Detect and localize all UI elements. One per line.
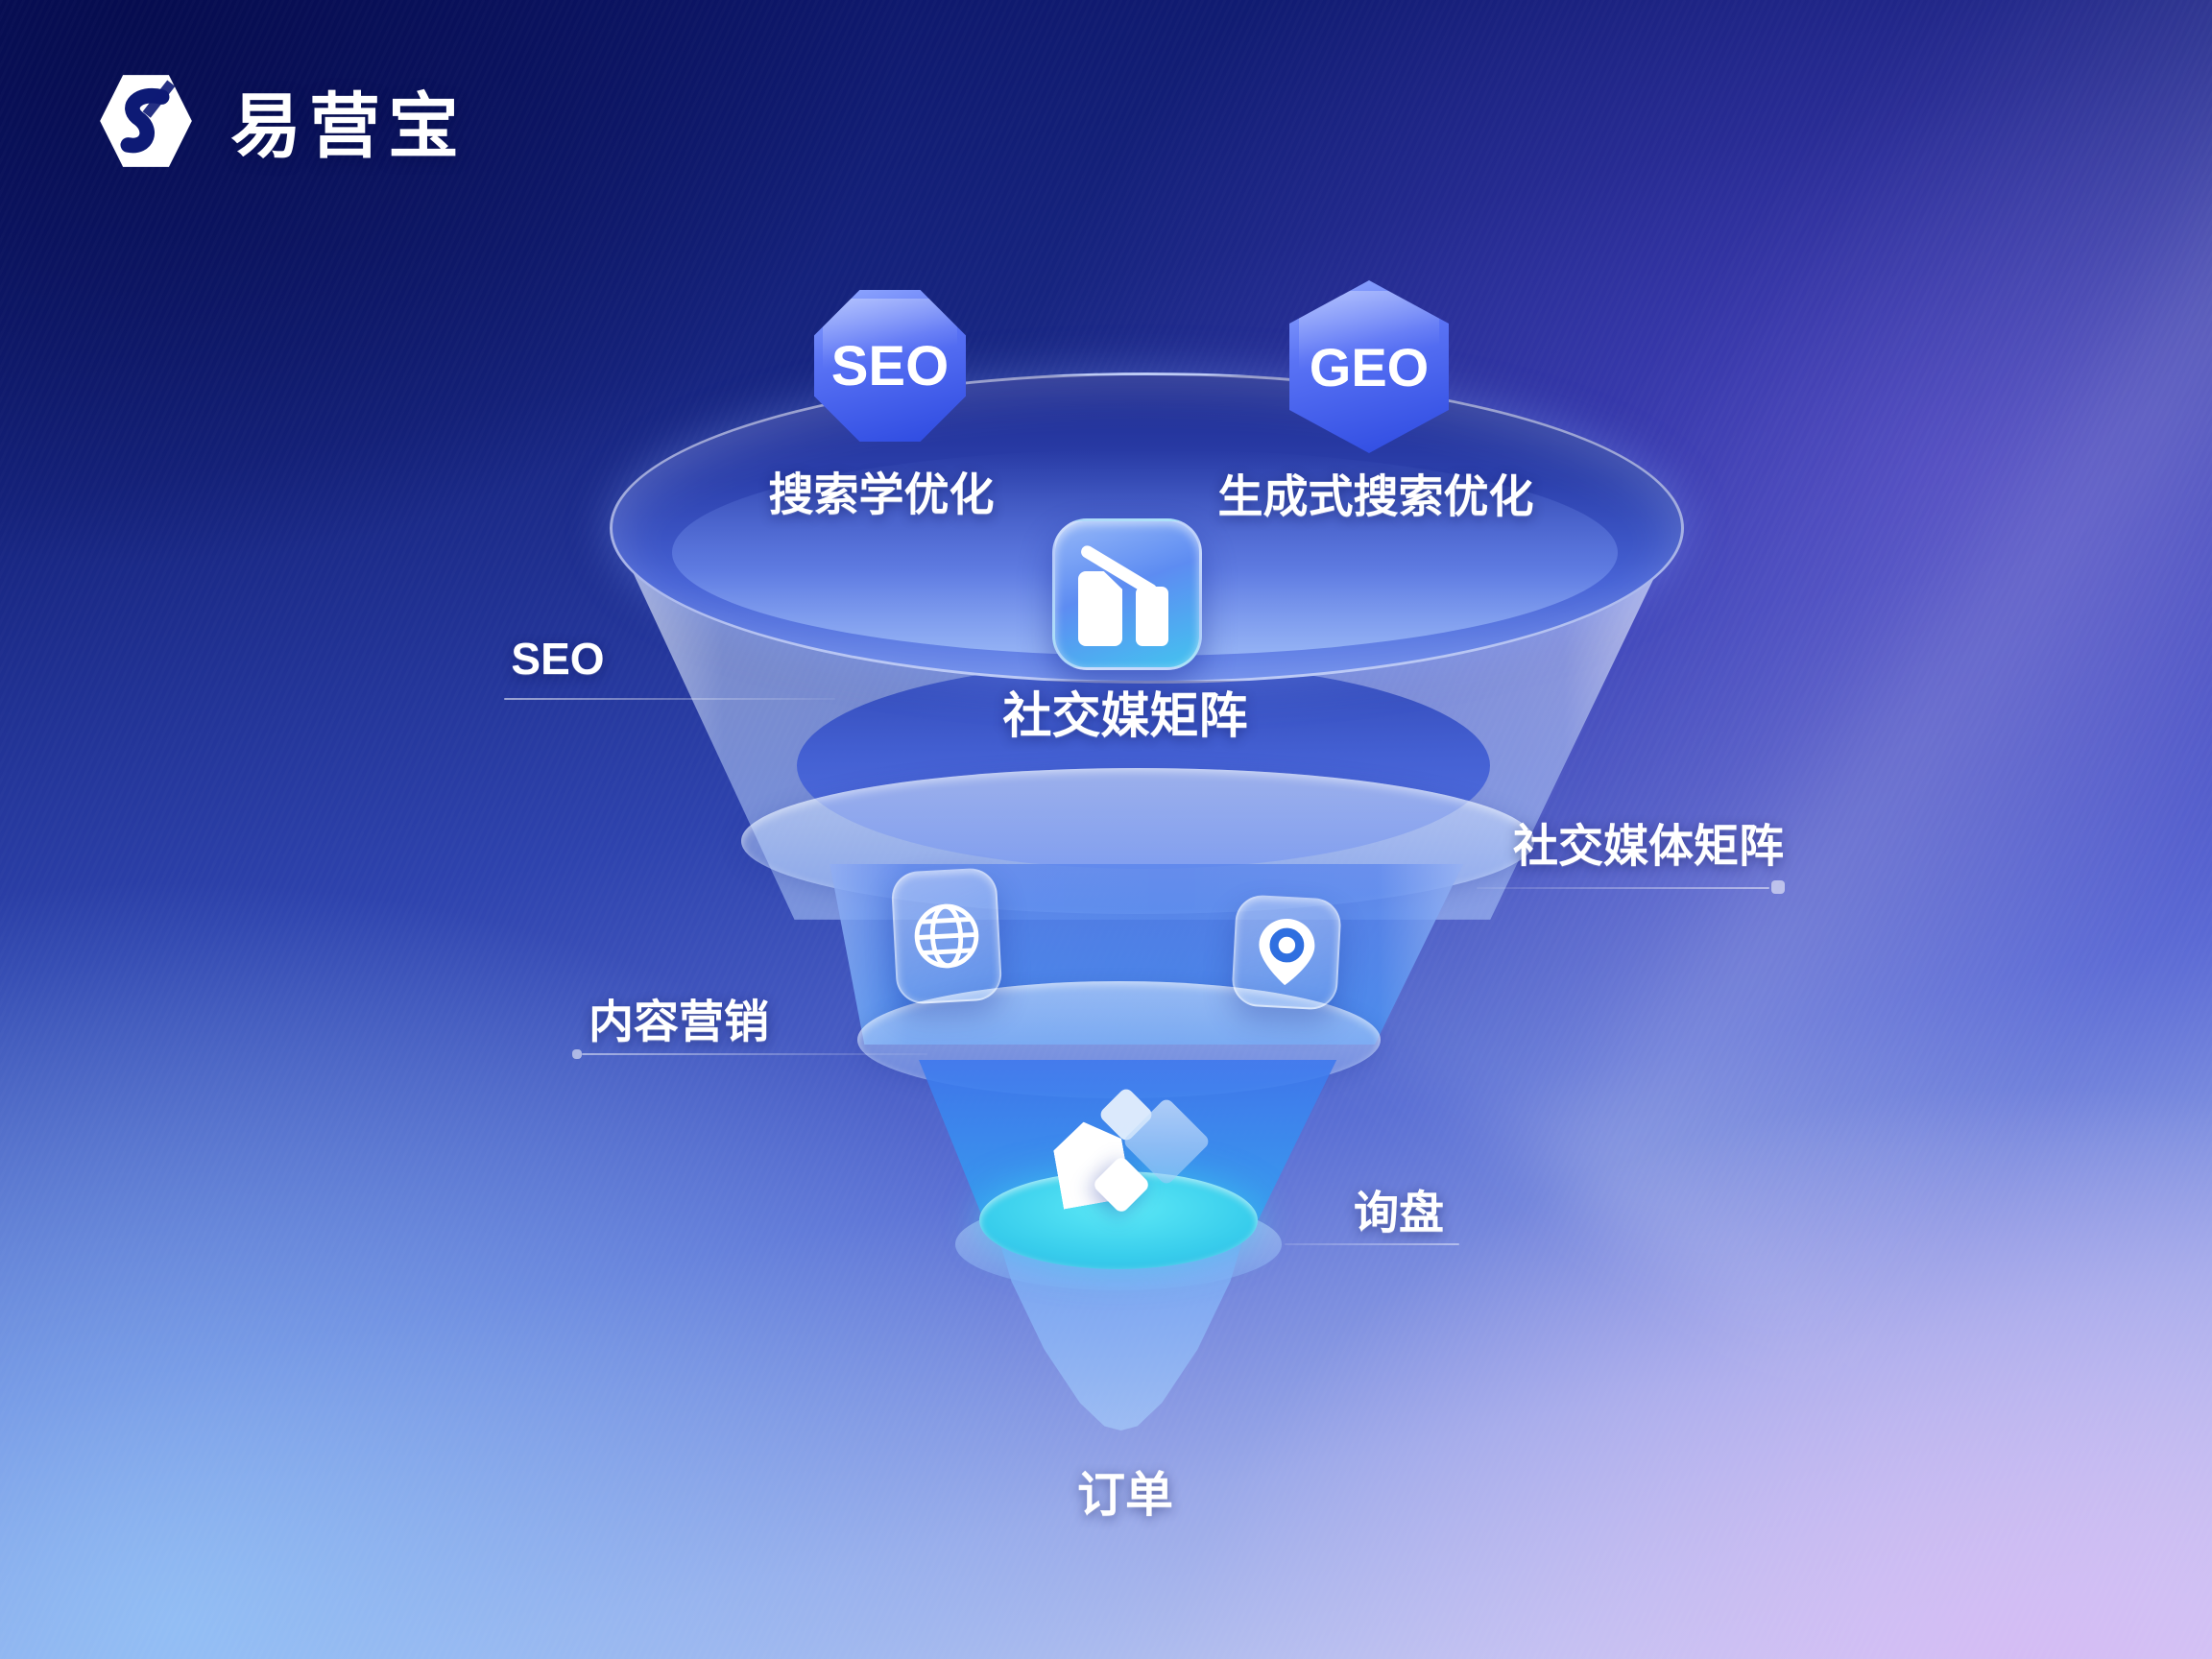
seo-badge-label: SEO	[831, 334, 950, 398]
location-pin-icon	[1259, 919, 1315, 986]
badge-gloss	[823, 299, 957, 433]
right-label-social-matrix: 社交媒体矩阵	[1513, 820, 1784, 872]
social-tile-caption: 社交媒矩阵	[1002, 688, 1248, 743]
connector-line	[1477, 887, 1769, 889]
seo-badge-caption: 搜索学优化	[768, 469, 995, 520]
web-tier-tile	[890, 867, 1003, 1005]
left-label-seo: SEO	[511, 634, 605, 684]
geo-badge-label: GEO	[1310, 336, 1429, 398]
right-label-inquiry: 询盘	[1354, 1187, 1444, 1238]
connector-line	[504, 698, 835, 700]
seo-badge: SEO	[814, 290, 966, 442]
brand-name: 易营宝	[230, 86, 467, 166]
bar-chart-icon	[1078, 571, 1122, 646]
connector-dot	[1771, 880, 1785, 894]
connector-line	[1285, 1243, 1459, 1245]
hexagon-s-logo-icon	[100, 74, 192, 167]
brand-logo: 易营宝	[96, 69, 467, 172]
location-tier-tile	[1231, 894, 1342, 1011]
social-media-tile	[1052, 518, 1202, 670]
connector-line	[582, 1053, 927, 1055]
left-label-content-marketing: 内容营销	[589, 996, 769, 1047]
badge-gloss	[1298, 290, 1440, 444]
connector-dot	[572, 1049, 582, 1059]
bottom-label-order: 订单	[1077, 1468, 1173, 1522]
bar-chart-icon	[1136, 587, 1168, 646]
geo-badge-caption: 生成式搜索优化	[1217, 470, 1534, 522]
globe-icon	[914, 903, 979, 969]
